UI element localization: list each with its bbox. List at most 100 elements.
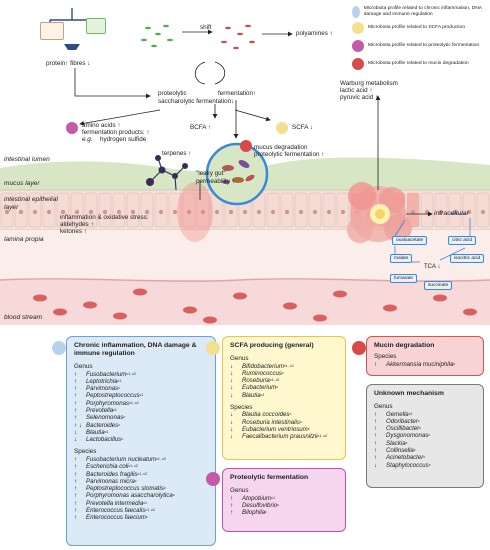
trend-arrow: ↑ xyxy=(74,406,78,414)
trend-arrow: ↓ xyxy=(230,369,234,377)
taxon-citation: c1, c2 xyxy=(284,363,294,368)
taxon-citation: c1 xyxy=(260,392,265,397)
taxon-citation: c xyxy=(121,437,124,442)
protein-fibres-label: protein↑ fibres ↓ xyxy=(46,60,91,67)
taxon-name: Prevotella xyxy=(86,406,114,414)
taxon-citation: c xyxy=(277,502,280,507)
hydrogen-sulfide-label: hydrogen sulfide xyxy=(100,136,147,143)
tca-fumarate: fumarate xyxy=(390,274,417,283)
taxon-citation: c xyxy=(423,455,426,460)
taxon-name: Selenomonas xyxy=(86,414,124,422)
red-blood-cell xyxy=(203,316,217,324)
fermentation-label: fermentation↑ xyxy=(218,90,257,97)
scfa-genus-label: Genus xyxy=(230,355,249,362)
trend-arrow: ↑ xyxy=(74,370,78,378)
blood-stream-shape xyxy=(0,280,490,325)
cell-nucleus xyxy=(74,209,80,215)
trend-arrow: ↑ xyxy=(374,454,378,462)
cell-nucleus xyxy=(4,209,10,215)
leaky-gut-glow xyxy=(177,182,213,242)
taxon-citation: c1, c2 xyxy=(129,400,139,405)
taxon-citation: c xyxy=(413,447,416,452)
cell-nucleus xyxy=(144,209,150,215)
trend-arrow: ↑ xyxy=(74,399,78,407)
magnify-circle xyxy=(205,142,269,206)
legend-scfa-swatch xyxy=(352,22,364,34)
trend-arrow: ↑ xyxy=(374,410,378,418)
fibre-food-icon xyxy=(86,18,106,34)
taxon-citation: c xyxy=(289,412,292,417)
proteolytic-microbe-icon xyxy=(66,122,78,134)
taxon-citation: c xyxy=(172,493,175,498)
legend-item-mucin: Microbiota profile related to mucin degr… xyxy=(352,58,486,70)
taxon-citation: c xyxy=(428,462,431,467)
cell-nucleus xyxy=(424,209,430,215)
taxon-name: Bacteroides fragilis xyxy=(86,470,138,478)
gut-illustration xyxy=(0,8,490,325)
chronic-title-1: Chronic inflammation, DNA damage & xyxy=(74,342,197,349)
intracellular-label: intracellular xyxy=(434,210,469,217)
trend-arrow: ↑ ↓ xyxy=(74,421,82,429)
red-blood-cell xyxy=(433,294,447,302)
aldehydes-label: aldehydes ↑ xyxy=(60,221,94,228)
terpenes-label: terpenes ↑ xyxy=(162,150,192,157)
taxon-citation: c xyxy=(134,478,137,483)
trend-arrow: ↓ xyxy=(74,428,78,436)
trend-arrow: ↑ xyxy=(74,485,78,493)
taxon-citation: c xyxy=(405,440,408,445)
trend-arrow: ↑ xyxy=(374,439,378,447)
legend-item-scfa: Microbiota profile related to SCFA produ… xyxy=(352,22,486,34)
red-blood-cell xyxy=(383,304,397,312)
mucin-box-microbe-icon xyxy=(352,341,366,355)
tca-succinate: succinate xyxy=(424,281,453,290)
unknown-genus-label: Genus xyxy=(374,403,393,410)
layer-label-mucus: mucus layer xyxy=(4,180,40,187)
taxon-name: Enterococcus faecalis xyxy=(86,507,146,515)
red-blood-cell xyxy=(113,312,127,320)
scfa-box: SCFA producing (general) Genus ↓ Bifidoba… xyxy=(222,336,346,460)
trend-arrow: ↑ xyxy=(74,499,78,507)
red-blood-cell xyxy=(313,314,327,322)
cell-nucleus xyxy=(256,209,262,215)
taxon-citation: c xyxy=(453,361,456,366)
taxon-citation: c1, c2 xyxy=(126,371,136,376)
amino-acids-label: amino acids ↑ xyxy=(82,122,121,129)
eg-label: e.g. xyxy=(82,136,93,143)
taxon-name: Peptostreptococcus xyxy=(86,392,140,400)
red-blood-cell xyxy=(83,301,97,309)
cell-nucleus xyxy=(438,209,444,215)
tumor-cluster xyxy=(347,182,412,243)
cell-nucleus xyxy=(102,209,108,215)
taxon-name: Bifidobacterium xyxy=(242,362,284,370)
cell-nucleus xyxy=(466,209,472,215)
red-blood-cell xyxy=(183,306,197,314)
scfa-species-label: Species xyxy=(230,403,253,411)
taxon-citation: c xyxy=(265,510,267,515)
taxon-name: Blautia coccoides xyxy=(242,411,290,419)
taxon-name: Bilophila xyxy=(242,509,266,517)
trend-arrow: ↑ xyxy=(74,414,78,422)
tca-isocitric: isocitric acid xyxy=(450,254,485,263)
cell-nucleus xyxy=(326,209,332,215)
taxon-name: Acinetobacter xyxy=(386,454,424,462)
saccharolytic-label: saccharolytic fermentation↓ xyxy=(158,98,235,105)
trend-arrow: ↓ xyxy=(230,426,234,434)
taxon-citation: c xyxy=(419,426,421,431)
taxon-name: Fusobacterium nucleatum xyxy=(86,455,157,463)
scfa-title: SCFA producing (general) xyxy=(230,342,314,349)
taxon-name: Dysgonomonas xyxy=(386,432,429,440)
taxon-citation: c1, c2 xyxy=(128,464,138,469)
